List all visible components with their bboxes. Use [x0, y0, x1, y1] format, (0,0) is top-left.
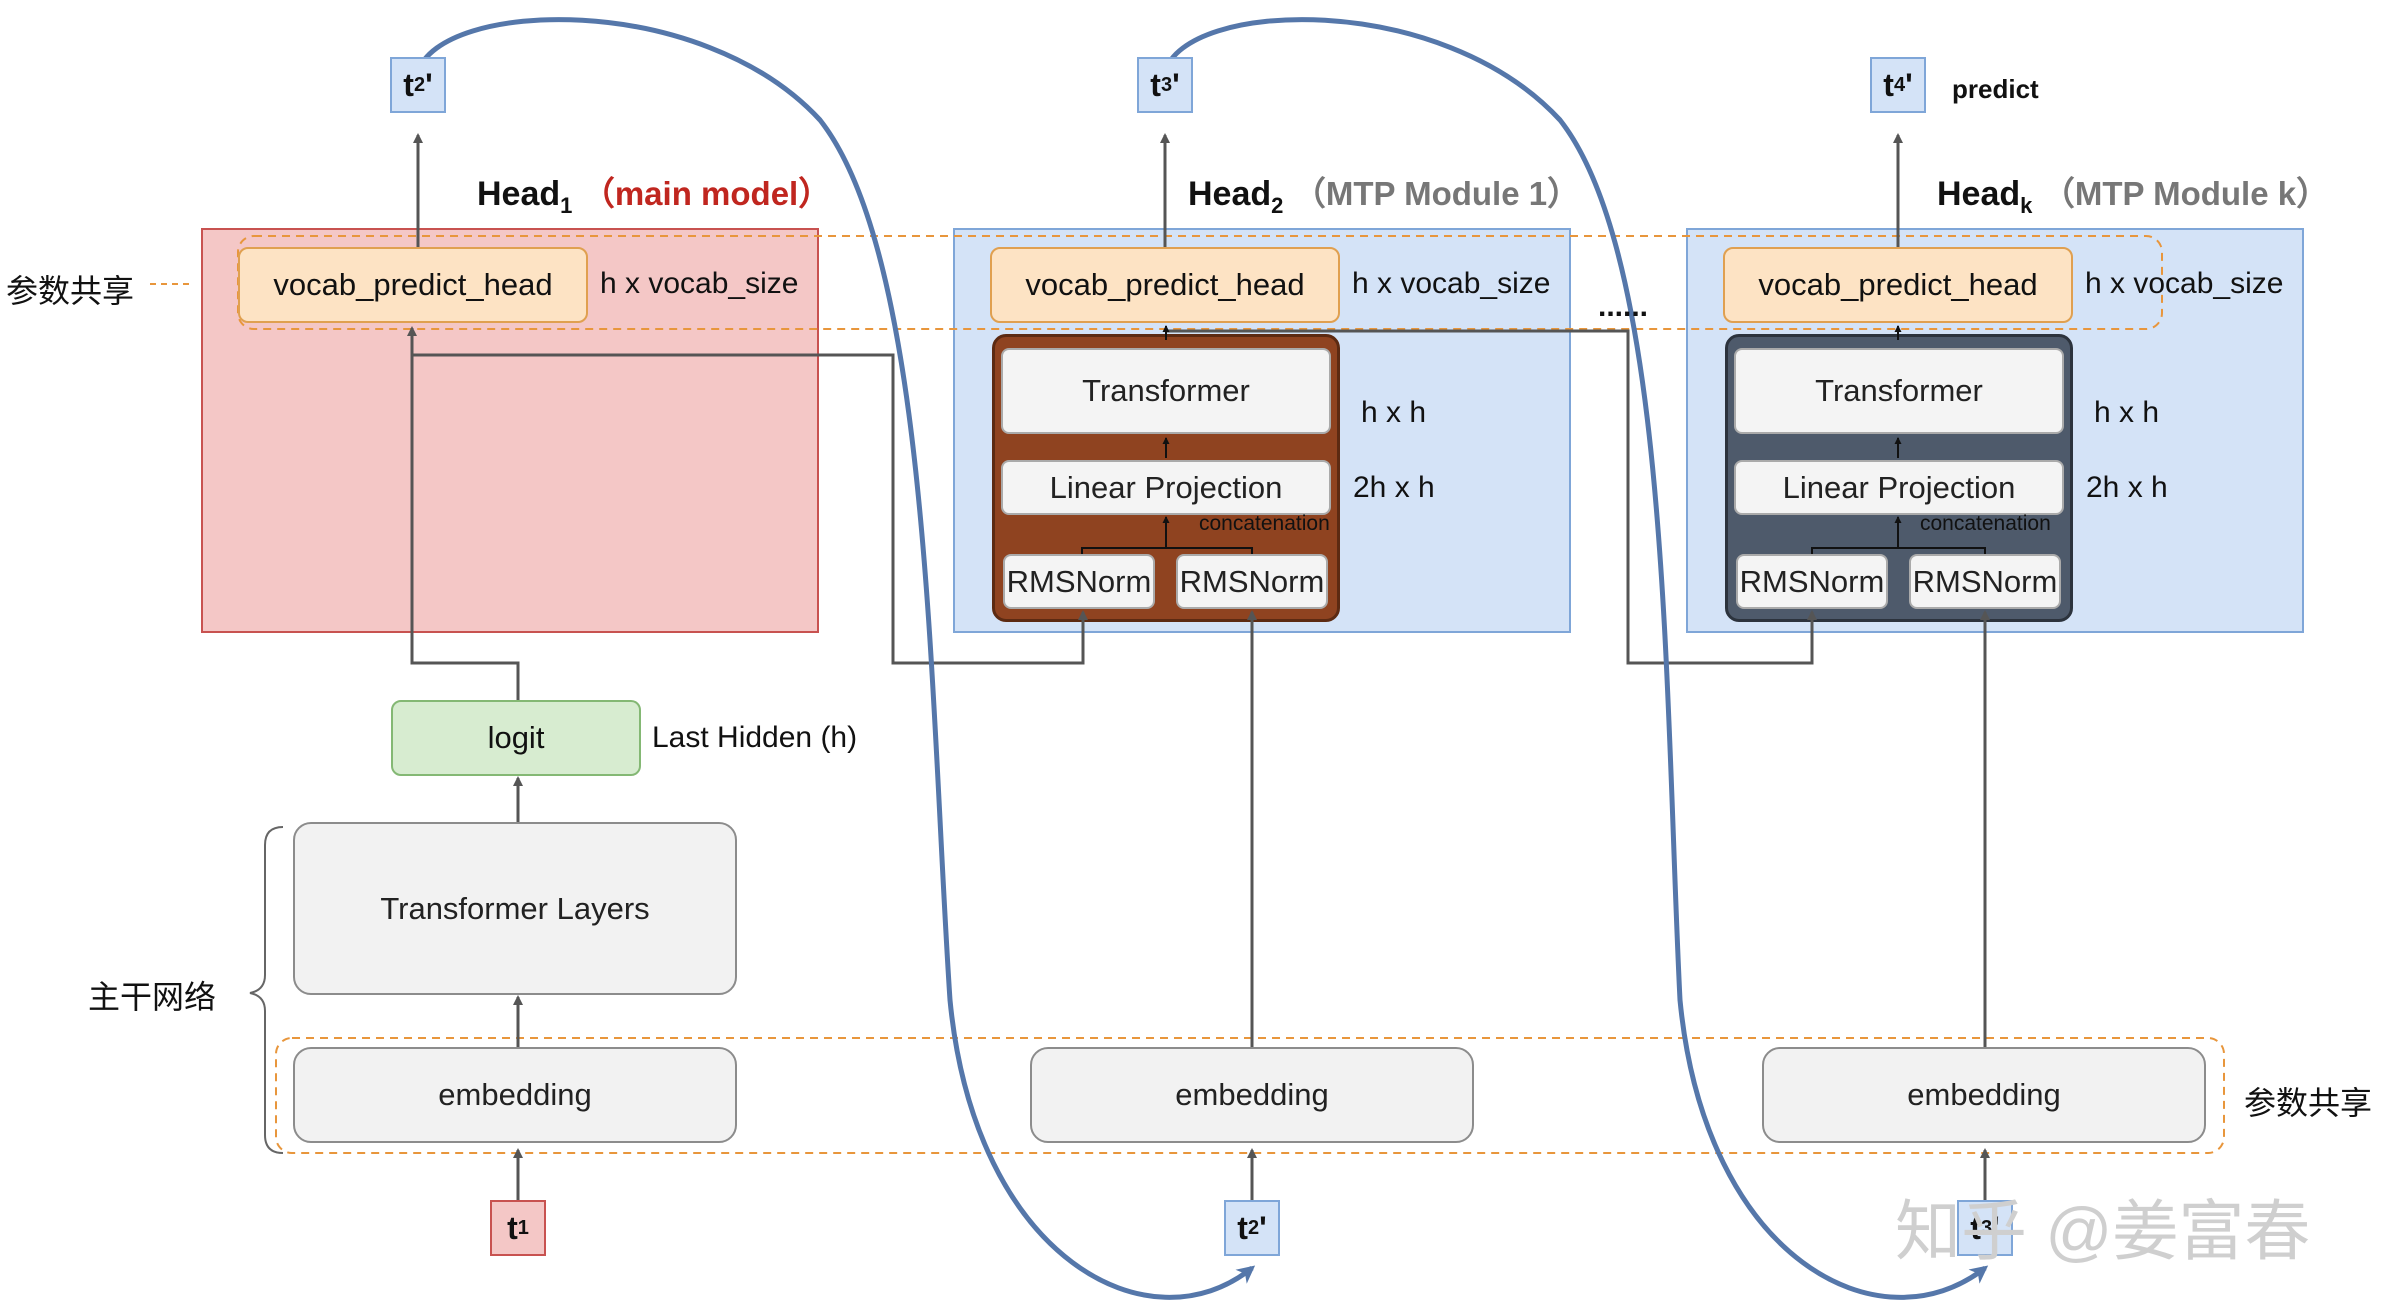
- token-mark: ': [1259, 1209, 1267, 1246]
- token-base: t: [1970, 1209, 1981, 1246]
- arrow-hidden-module1: [412, 353, 1088, 665]
- head-2-title: Head2 （MTP Module 1）: [1188, 167, 1580, 219]
- feedback-curve-t3: [1162, 17, 1989, 1300]
- transformer-dim-1: h x h: [1361, 396, 1427, 429]
- head-k-note: （MTP Module k）: [2041, 175, 2330, 212]
- head-2-sub: 2: [1271, 192, 1284, 218]
- param-share-label-top: 参数共享: [6, 273, 135, 309]
- embedding-module-1: embedding: [1030, 1047, 1474, 1143]
- head-1-name: Head: [477, 175, 561, 213]
- linear-dim-k: 2h x h: [2086, 471, 2168, 504]
- token-mark: ': [1992, 1209, 2000, 1246]
- watermark-text: 知乎 @姜富春: [1895, 1194, 2311, 1268]
- concatenation-1: concatenation: [1199, 512, 1330, 535]
- embedding-main: embedding: [293, 1047, 737, 1143]
- arrow-module1-modulek: [1165, 329, 1817, 665]
- vocab-dim-2: h x vocab_size: [1352, 267, 1551, 300]
- predict-label: predict: [1952, 74, 2039, 104]
- token-sub: 2: [413, 73, 426, 96]
- logit-box: logit: [391, 700, 641, 776]
- vocab-predict-head-2: vocab_predict_head: [990, 247, 1340, 323]
- token-mark: ': [1172, 66, 1180, 103]
- embedding-share-group: [275, 1037, 2225, 1154]
- rmsnorm-kb: RMSNorm: [1909, 554, 2061, 609]
- head-2-name: Head: [1188, 175, 1272, 213]
- linear-dim-1: 2h x h: [1353, 471, 1435, 504]
- transformer-layers: Transformer Layers: [293, 822, 737, 995]
- backbone-brace: [249, 826, 284, 1154]
- head-2-note: （MTP Module 1）: [1292, 175, 1581, 212]
- head-1-note: （main model）: [581, 175, 832, 212]
- vocab-dim-k: h x vocab_size: [2085, 267, 2284, 300]
- vocab-predict-head-k: vocab_predict_head: [1723, 247, 2073, 323]
- token-mark: ': [1905, 66, 1913, 103]
- feedback-curve-t2: [415, 17, 1256, 1300]
- rmsnorm-1b: RMSNorm: [1176, 554, 1328, 609]
- linear-projection-k: Linear Projection: [1734, 460, 2064, 515]
- token-base: t: [1883, 66, 1894, 103]
- head-1-sub: 1: [560, 192, 573, 218]
- param-share-label-bottom: 参数共享: [2244, 1085, 2373, 1121]
- token-base: t: [1237, 1209, 1248, 1246]
- modules-ellipsis: ......: [1598, 290, 1649, 323]
- token-sub: 2: [1247, 1216, 1260, 1239]
- head-k-name: Head: [1937, 175, 2021, 213]
- head-1-title: Head1 （main model）: [477, 167, 831, 219]
- transformer-1: Transformer: [1001, 348, 1331, 434]
- vocab-dim-1: h x vocab_size: [600, 267, 799, 300]
- token-base: t: [403, 66, 414, 103]
- transformer-k: Transformer: [1734, 348, 2064, 434]
- linear-projection-1: Linear Projection: [1001, 460, 1331, 515]
- token-sub: 1: [517, 1216, 529, 1239]
- rmsnorm-1a: RMSNorm: [1003, 554, 1155, 609]
- vocab-predict-head-1: vocab_predict_head: [238, 247, 588, 323]
- head-k-title: Headk （MTP Module k）: [1937, 167, 2329, 219]
- head-k-sub: k: [2020, 192, 2033, 218]
- token-mark: ': [425, 66, 433, 103]
- concatenation-k: concatenation: [1920, 512, 2051, 535]
- rmsnorm-ka: RMSNorm: [1736, 554, 1888, 609]
- token-base: t: [1150, 66, 1161, 103]
- last-hidden-label: Last Hidden (h): [652, 721, 858, 754]
- embedding-module-k: embedding: [1762, 1047, 2206, 1143]
- backbone-label: 主干网络: [88, 979, 217, 1015]
- token-sub: 4: [1893, 73, 1906, 96]
- token-sub: 3: [1160, 73, 1173, 96]
- transformer-dim-k: h x h: [2094, 396, 2160, 429]
- token-base: t: [507, 1209, 518, 1246]
- arrow-logit-vocab: [407, 326, 520, 700]
- token-sub: 3: [1980, 1216, 1993, 1239]
